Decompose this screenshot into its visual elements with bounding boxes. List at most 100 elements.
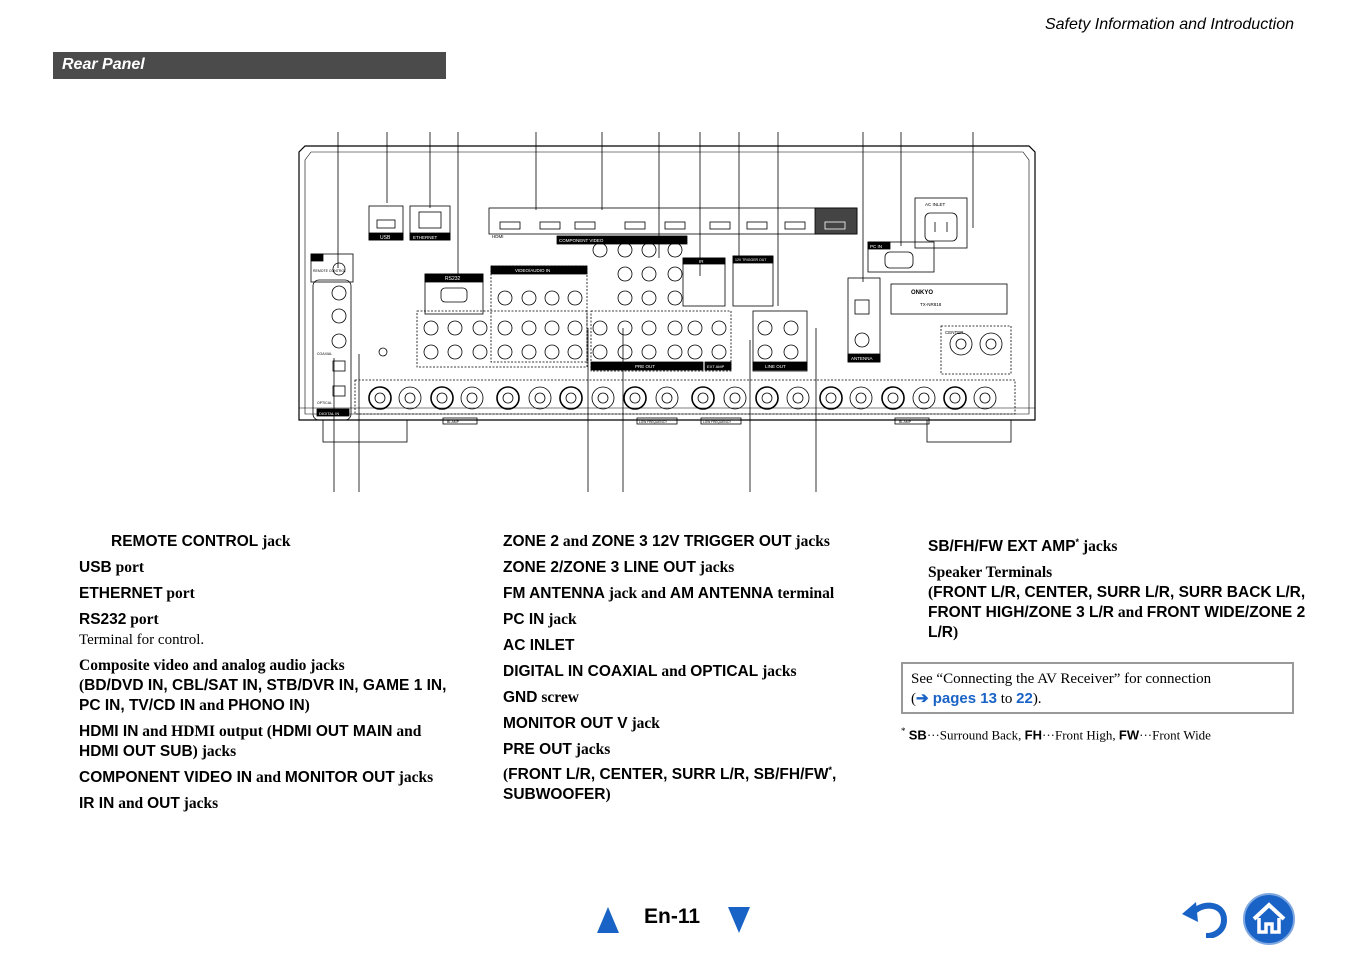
abbreviation-footnote: * SB···Surround Back, FH···Front High, F… [901, 726, 1211, 743]
item-line-out: ZONE 2/ZONE 3 LINE OUT jacks [503, 559, 735, 576]
speaker-terminal-core [436, 392, 448, 404]
bi-amp-label-left: BI-AMP [447, 420, 460, 424]
speaker-terminal [591, 386, 615, 410]
speaker-terminal [786, 386, 810, 410]
pc-in-label: PC IN [870, 244, 882, 249]
speaker-terminal [460, 386, 484, 410]
trigger-out-label: 12V TRIGGER OUT [735, 258, 767, 262]
page-22-link[interactable]: 22 [1016, 690, 1033, 707]
item-usb: USB port [79, 559, 145, 576]
ext-amp-label: EXT AMP [707, 364, 725, 369]
speaker-terminal-core [761, 392, 773, 404]
center-terminal-block [940, 325, 1012, 375]
item-pc-in: PC IN jack [503, 611, 577, 628]
hdmi-label: HDMI [492, 234, 504, 239]
usb-label: USB [380, 235, 391, 241]
item-ethernet: ETHERNET port [79, 585, 195, 602]
speaker-terminal [528, 386, 552, 410]
item-trigger-out: ZONE 2 and ZONE 3 12V TRIGGER OUT jacks [503, 533, 830, 550]
component-video-label: COMPONENT VIDEO [559, 238, 604, 243]
speaker-terminal-core [502, 392, 514, 404]
item-ir: IR IN and OUT jacks [79, 795, 219, 812]
center-label: CENTER [945, 330, 964, 335]
speaker-terminal [623, 386, 647, 410]
model-label: TX-NR818 [920, 302, 942, 307]
digital-in-label: DIGITAL IN [319, 411, 339, 416]
item-speaker-terminals: Speaker Terminals(FRONT L/R, CENTER, SUR… [928, 564, 1306, 642]
ac-inlet-block [914, 197, 968, 249]
home-icon[interactable] [1242, 892, 1296, 946]
description-column-3: SB/FH/FW EXT AMP* jacks Speaker Terminal… [928, 532, 1308, 649]
speaker-terminal [973, 386, 997, 410]
line-out-block [752, 310, 808, 372]
speaker-terminal-core [597, 392, 609, 404]
low-frequency-label-1: LOW FREQUENCY [639, 420, 668, 424]
item-remote-control: REMOTE CONTROL jack [111, 533, 291, 550]
video-audio-in-label: VIDEO/AUDIO IN [515, 268, 550, 273]
ac-inlet-label: AC INLET [925, 202, 946, 207]
speaker-terminal-core [825, 392, 837, 404]
speaker-terminal [881, 386, 905, 410]
gnd-screw [378, 347, 388, 357]
item-antenna: FM ANTENNA jack and AM ANTENNA terminal [503, 585, 835, 602]
arrow-icon: ➔ [916, 690, 929, 707]
speaker-terminal [496, 386, 520, 410]
pre-out-label: PRE OUT [635, 364, 655, 369]
speaker-terminal-core [466, 392, 478, 404]
bi-amp-label-right: BI-AMP [899, 420, 912, 424]
speaker-terminal-core [661, 392, 673, 404]
speaker-terminal [559, 386, 583, 410]
hdmi-ports [499, 221, 846, 230]
next-page-arrow-icon[interactable] [728, 907, 750, 933]
speaker-terminal [755, 386, 779, 410]
speaker-terminal-core [404, 392, 416, 404]
rs232-label: RS232 [445, 276, 461, 282]
speaker-terminal [398, 386, 422, 410]
speaker-terminal-core [792, 392, 804, 404]
ir-block [682, 257, 726, 307]
item-monitor-out-v: MONITOR OUT V jack [503, 715, 660, 732]
pc-in-block [867, 241, 935, 273]
chassis-outline [298, 145, 1036, 421]
antenna-label: ANTENNA [851, 356, 873, 361]
chapter-title: Safety Information and Introduction [1044, 16, 1294, 33]
speaker-terminal [368, 386, 392, 410]
speaker-terminals [368, 386, 997, 410]
line-out-label: LINE OUT [765, 364, 786, 369]
coaxial-label: COAXIAL [317, 352, 332, 356]
digital-in-block [312, 279, 352, 421]
model-plate [890, 283, 1008, 315]
pre-out-block [590, 310, 732, 372]
item-component-video: COMPONENT VIDEO IN and MONITOR OUT jacks [79, 769, 434, 786]
callout-lines [333, 132, 974, 492]
speaker-terminal-core [979, 392, 991, 404]
back-icon[interactable] [1180, 896, 1230, 938]
ri-block [310, 253, 354, 283]
speaker-terminal [819, 386, 843, 410]
speaker-terminal-core [887, 392, 899, 404]
description-column-1: REMOTE CONTROL jack USB port ETHERNET po… [79, 532, 459, 820]
speaker-terminal [655, 386, 679, 410]
item-digital-in: DIGITAL IN COAXIAL and OPTICAL jacks [503, 663, 797, 680]
speaker-terminal [691, 386, 715, 410]
section-title: Rear Panel [62, 56, 145, 73]
speaker-terminal [430, 386, 454, 410]
speaker-terminal [723, 386, 747, 410]
antenna-block [847, 277, 881, 363]
rear-panel-diagram: USB ETHERNET HDMI RS232 REMOTE CONTROL C… [298, 132, 1036, 492]
item-composite: Composite video and analog audio jacks(B… [79, 657, 447, 714]
brand-label: ONKYO [911, 290, 933, 296]
item-ac-inlet: AC INLET [503, 637, 575, 654]
speaker-terminal-core [629, 392, 641, 404]
item-gnd: GND screw [503, 689, 579, 706]
ethernet-label: ETHERNET [413, 235, 438, 240]
low-frequency-label-2: LOW FREQUENCY [703, 420, 732, 424]
previous-page-arrow-icon[interactable] [597, 907, 619, 933]
speaker-terminal [912, 386, 936, 410]
right-foot [926, 419, 1012, 443]
connection-note: See “Connecting the AV Receiver” for con… [901, 662, 1294, 714]
speaker-terminal-core [697, 392, 709, 404]
speaker-terminal-core [949, 392, 961, 404]
pages-link[interactable]: pages 13 [928, 690, 997, 707]
speaker-terminal-core [565, 392, 577, 404]
